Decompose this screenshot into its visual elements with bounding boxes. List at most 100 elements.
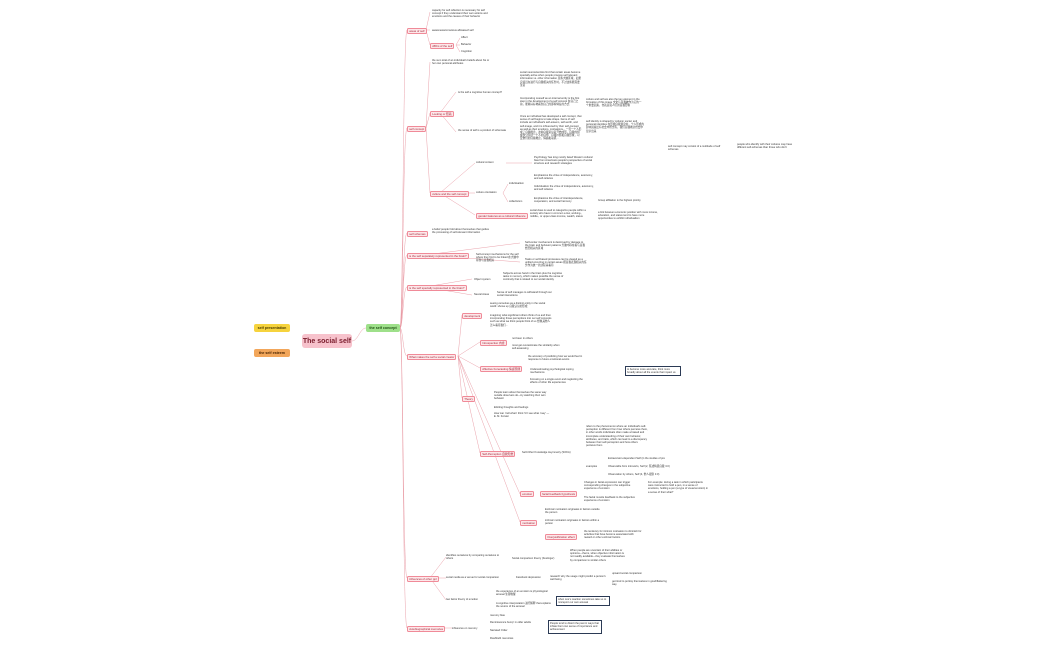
autobio-item-2: Reminiscence bump' in older adults — [490, 621, 531, 624]
text-intro-b: most get overestimate the similarity whe… — [512, 344, 560, 351]
q-self-cognitive: is the self a cognitive human concept? — [458, 91, 502, 94]
text-intro: Subjects across hand in the brain plus t… — [503, 272, 564, 282]
text-areas: capacity for self reflection is necessar… — [432, 9, 488, 19]
text-two-factor-2: A cognitive interpretation 进行解释 that exp… — [496, 602, 551, 609]
text-individualism-2: Individualism the virtue of independence… — [534, 185, 594, 192]
text-q-sep-detail-2: Tasks or self-based processes can be vie… — [525, 258, 587, 268]
abcs-behavior: Behavior — [461, 43, 472, 46]
text-gender-note: a link between economic position with mo… — [598, 211, 658, 221]
text-self-schemas: a belief people hold about themselves th… — [432, 228, 489, 235]
node-culture-self[interactable]: culture and the self concept — [430, 191, 469, 198]
text-self-concept-conc-detail: people who identify with their cultures … — [737, 143, 793, 150]
text-facial-note: For example: during a task in which part… — [648, 481, 708, 494]
text-autobio-a: influences on memory — [452, 627, 478, 630]
box-affective: to become more accurate, think more broa… — [625, 366, 681, 377]
text-gender: social class is used to categorize peopl… — [530, 209, 586, 219]
text-affective: the accuracy of predicting how we would … — [528, 355, 583, 362]
text-collectivism-note: Group affiliation is the highest priorit… — [598, 199, 641, 202]
node-q-special[interactable]: is the self specially represented in the… — [407, 285, 467, 292]
text-theory-a: Eliciting thoughts and feelings — [494, 406, 529, 409]
text-facebook: research why the usage might predict a p… — [550, 575, 606, 582]
node-social-comparison: Social comparison theory (Festinger) — [512, 557, 555, 560]
node-cultural-context: cultural context — [476, 161, 494, 164]
text-affective-b: Focusing on a single event and neglectin… — [530, 378, 583, 385]
text-self-concept-conc: self concept may consist of a multitude … — [668, 145, 721, 152]
text-motivation-b: intrinsic motivation originates in facto… — [545, 519, 600, 526]
text-theory-b: How can I tell what I think 'til I see w… — [494, 412, 550, 419]
node-facial-feedback[interactable]: facial feedback hypothesis — [540, 491, 578, 498]
text-cultural-role: self identity is shaped by cultural, soc… — [586, 120, 644, 133]
text-influences: identifies ourselves by comparing oursel… — [446, 554, 500, 561]
box-two-factor: when one's reaction sometimes take us to… — [556, 596, 610, 607]
text-processing: Incorporating oneself as an internal ent… — [520, 97, 580, 107]
node-what-makes[interactable]: What makes the self a social creator — [407, 354, 457, 361]
node-motivation[interactable]: motivation — [520, 520, 538, 527]
node-influences[interactable]: influences of other ppl — [407, 576, 439, 583]
node-gender[interactable]: gender features as a cultural influence — [476, 213, 528, 220]
text-two-factor: the experience of an emotion is physiolo… — [496, 590, 548, 597]
node-overjust[interactable]: Overjustification effect — [545, 534, 577, 541]
text-soka: refers to the phenomenon where an indivi… — [586, 425, 648, 448]
text-soka-ex3: Observation by others, Self (4, 他人观察 3.0… — [608, 473, 660, 476]
text-soka-examples: examples — [586, 465, 598, 468]
node-q-separately[interactable]: is the self separately represented in th… — [407, 253, 469, 260]
node-learning[interactable]: Looking or 照着 — [430, 111, 454, 118]
text-cultural: culture and self are also the key elemen… — [586, 98, 642, 108]
node-affective[interactable]: Affective Forecasting 情感预测 — [480, 366, 523, 373]
node-introspection-obj: Object system — [474, 278, 491, 281]
text-facial: Changes in facial expression can trigger… — [584, 481, 631, 491]
node-self-perception[interactable]: Self-Perception 自我知觉 — [480, 451, 516, 458]
node-development[interactable]: development — [462, 313, 483, 320]
node-soka: Self-Other Knowledge Asymmetry (SOKA) — [522, 451, 571, 454]
autobio-item-3: Narrated Order — [490, 629, 508, 632]
text-affective-a: Underestimating psychological coping mec… — [530, 368, 574, 375]
node-two-factor: two factor theory of emotion — [446, 598, 479, 601]
autobio-item-4: Flashbulb memories — [490, 637, 514, 640]
text-neuro: Sense of self manages to withstand throu… — [497, 291, 552, 298]
autobio-item-1: memory bias — [490, 614, 505, 617]
tag-self-presentation[interactable]: self presentation — [254, 324, 290, 332]
text-soka-ex1: Extraversion-dependent Self (in the stud… — [608, 457, 665, 460]
text-cultural-context: Psychology has long mostly faced Western… — [534, 156, 593, 166]
node-self-schema: the sense of self is a product of schema… — [458, 129, 506, 132]
node-facebook: Facebook depression — [516, 576, 541, 579]
text-awareness: awareness/conscious aftiwareof self — [432, 29, 474, 32]
text-facial-2: The facial muscle feedback to the subjec… — [584, 496, 635, 503]
text-motivation-a: Extrinsic motivation originates in facto… — [545, 508, 600, 515]
text-facebook-b: get tired to portray themselves in good/… — [612, 580, 667, 587]
node-self-concept[interactable]: self concept — [407, 126, 427, 133]
node-areas-of-self[interactable]: areas of self — [407, 28, 427, 35]
node-individualism: individualism — [509, 182, 524, 185]
node-autobio[interactable]: Autobiographical memories — [407, 626, 446, 633]
node-culture-orientation: culture orientation — [476, 191, 497, 194]
abcs-affect: Affect — [461, 36, 468, 39]
tag-self-esteem[interactable]: the self esteem — [254, 349, 290, 357]
text-theory: People learn about themselves the same w… — [494, 391, 547, 401]
text-soka-ex2: Observable from introverts, Self (2, 陈述特… — [608, 465, 670, 468]
text-social-comp: When people are uncertain of their abili… — [570, 549, 625, 562]
text-development-2: imagining what significant others think … — [490, 314, 552, 327]
branch-self-concept[interactable]: the self concept — [366, 324, 400, 332]
node-neural-areas: Neural Areas — [474, 293, 489, 296]
text-facebook-a: upward social comparison — [612, 572, 642, 575]
text-sum-total: the sum total of an individual's beliefs… — [432, 59, 490, 66]
node-self-schemas[interactable]: self schemas — [407, 231, 428, 238]
text-social-neuro: social neuroscientists find that certain… — [520, 71, 582, 87]
text-overjust: the tendency for intrinsic motivation to… — [584, 530, 642, 540]
node-introspection[interactable]: Introspection 内省 — [480, 340, 507, 347]
node-theory[interactable]: Theory — [462, 396, 476, 403]
node-collectivism: collectivism — [509, 200, 523, 203]
node-abcs[interactable]: ABCs of the self — [430, 43, 455, 50]
text-development: seeing ourselves as a distinct entity in… — [490, 302, 546, 309]
text-individualism: Emphasizes the virtue of independence, a… — [534, 174, 593, 181]
text-findings: Self-concept mechanisms for the self whe… — [476, 253, 519, 263]
text-q-sep-detail: Self-center involvement is destroyed by … — [525, 241, 585, 251]
text-intro-a: not been in others — [512, 337, 533, 340]
root-node[interactable]: The social self — [302, 334, 352, 348]
node-emotion[interactable]: emotion — [520, 491, 535, 498]
box-autobio: People tend to distort the past in ways … — [548, 620, 602, 634]
text-collectivism: Emphasizes the virtue of interdependence… — [534, 197, 584, 204]
abcs-cognition: Cognition — [461, 50, 472, 53]
